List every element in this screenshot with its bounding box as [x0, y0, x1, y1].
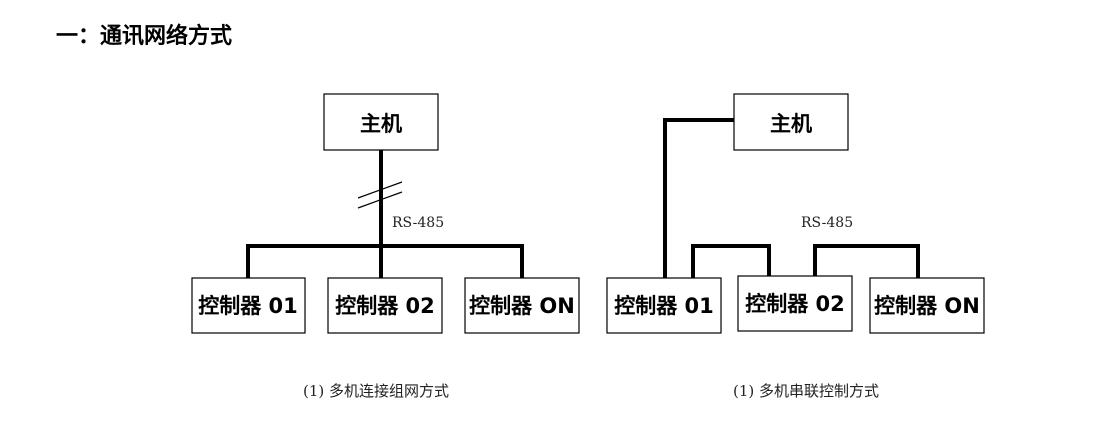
cable-slash-mark [357, 191, 403, 209]
host-box [733, 93, 849, 151]
controller-label-on: 控制器 ON [874, 294, 980, 318]
diagram-bus-topology: 主机 RS-485 控制器 01 控制器 02 控制器 ON (1) 多机连接组… [191, 93, 580, 400]
host-box [323, 93, 439, 151]
diagram-caption: (1) 多机连接组网方式 [303, 382, 449, 400]
chain-wire-01-02 [691, 244, 771, 280]
controller-box-01 [606, 277, 722, 334]
controller-box-on [464, 277, 580, 334]
controller-label-02: 控制器 02 [335, 294, 435, 318]
controller-label-01: 控制器 01 [614, 294, 714, 318]
section-heading: 一：通讯网络方式 [56, 24, 233, 49]
controller-label-on: 控制器 ON [469, 294, 575, 318]
controller-box-01 [191, 277, 306, 334]
diagram-caption: (1) 多机串联控制方式 [733, 382, 879, 400]
controller-box-on [869, 277, 985, 334]
host-link-wire [663, 118, 736, 280]
rs485-label: RS-485 [392, 215, 444, 231]
controller-label-01: 控制器 01 [198, 294, 298, 318]
cable-slash-mark [357, 181, 403, 199]
controller-label-02: 控制器 02 [745, 292, 845, 316]
rs485-label: RS-485 [801, 215, 853, 231]
controller-box-02 [327, 277, 443, 334]
host-label: 主机 [770, 112, 812, 136]
host-label: 主机 [360, 112, 402, 136]
diagram-daisy-chain-topology: 主机 RS-485 控制器 01 控制器 02 控制器 ON (1) 多机串联控… [606, 93, 985, 400]
controller-box-02 [737, 275, 853, 332]
chain-wire-02-on [813, 244, 920, 280]
